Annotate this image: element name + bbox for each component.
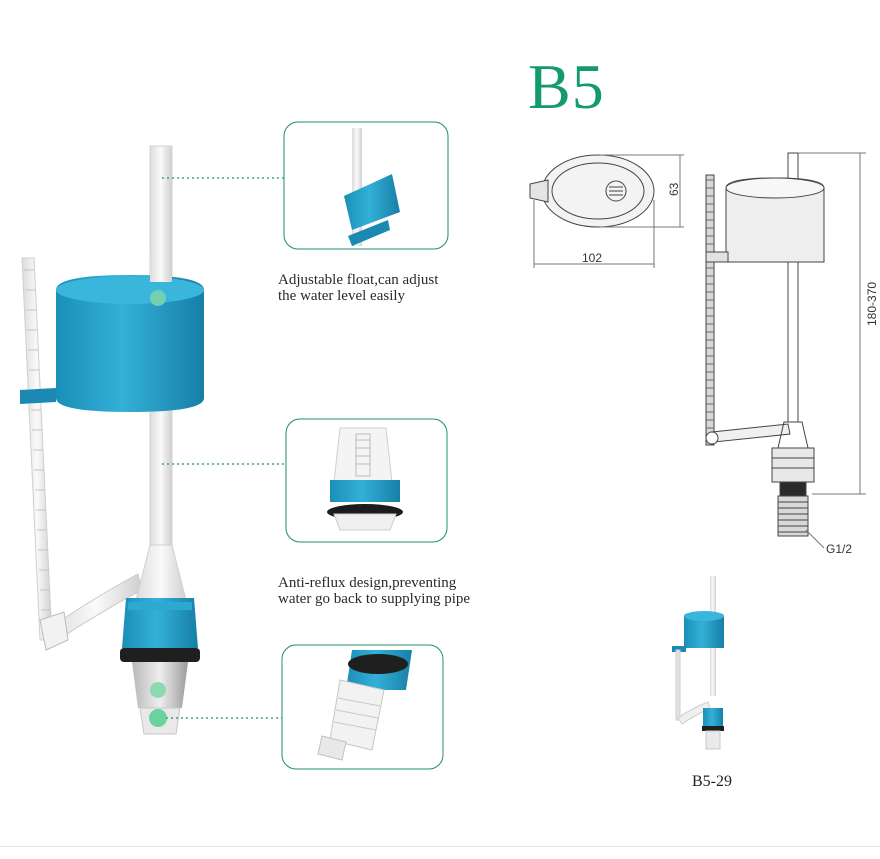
model-thumbnail <box>672 576 724 750</box>
thread-size-label: G1/2 <box>826 542 852 556</box>
top-view-drawing <box>529 154 684 268</box>
caption-line: Adjustable float,can adjust <box>278 272 439 288</box>
float-cup <box>20 252 204 412</box>
width-dimension-label: 102 <box>582 251 602 265</box>
side-view-drawing <box>705 152 866 549</box>
feature-caption-antireflux: Anti-reflux design,preventing water go b… <box>278 575 470 607</box>
hotspot-float <box>150 290 166 306</box>
product-series-title: B5 <box>528 51 605 122</box>
caption-line: the water level easily <box>278 288 406 304</box>
caption-line: Anti-reflux design,preventing <box>278 575 457 591</box>
callout-inlet <box>281 644 444 770</box>
callout-float <box>283 121 449 250</box>
fill-valve-photo <box>20 145 204 735</box>
leader-lines <box>162 177 284 719</box>
callout-antireflux <box>285 418 448 543</box>
divider <box>0 846 880 847</box>
feature-caption-float: Adjustable float,can adjust the water le… <box>278 272 438 304</box>
hotspot-inlet <box>149 709 167 727</box>
float-arm <box>49 573 143 641</box>
threaded-rod <box>21 257 53 641</box>
arm-clip <box>39 611 69 651</box>
depth-dimension-label: 63 <box>667 182 681 196</box>
model-number: B5-29 <box>692 773 732 790</box>
hotspot-valve <box>150 682 166 698</box>
height-dimension-label: 180-370 <box>865 282 879 326</box>
caption-line: water go back to supplying pipe <box>278 591 471 607</box>
